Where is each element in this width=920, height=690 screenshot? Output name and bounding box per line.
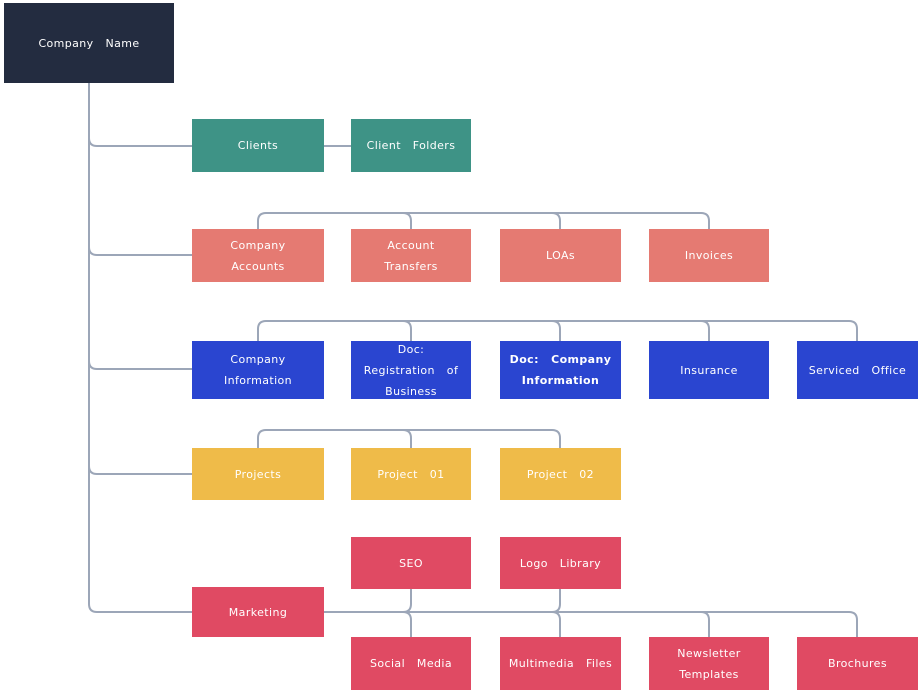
node-label-line: Registration of bbox=[363, 363, 459, 377]
node-project-02[interactable]: Project 02 bbox=[500, 448, 621, 500]
edge-projects-to-project-01 bbox=[402, 429, 412, 449]
node-insurance[interactable]: Insurance bbox=[649, 341, 769, 399]
node-brochures[interactable]: Brochures bbox=[797, 637, 918, 690]
node-label-line: Information bbox=[521, 374, 600, 387]
node-marketing[interactable]: Marketing bbox=[192, 587, 324, 637]
node-label-line: Company bbox=[230, 353, 286, 366]
node-label-line: Doc: Company bbox=[509, 353, 612, 366]
node-client-folders[interactable]: Client Folders bbox=[351, 119, 471, 172]
node-label-line: Insurance bbox=[680, 363, 738, 377]
edge-company-information-to-serviced-office bbox=[257, 320, 858, 342]
node-loas[interactable]: LOAs bbox=[500, 229, 621, 282]
node-label-line: Business bbox=[385, 384, 437, 398]
node-label-line: Brochures bbox=[828, 657, 887, 670]
node-label-line: Templates bbox=[679, 667, 739, 681]
node-label-line: Social Media bbox=[370, 657, 452, 670]
node-label-line: LOAs bbox=[545, 249, 576, 262]
node-label-line: Project 01 bbox=[377, 467, 445, 481]
edge-marketing-to-seo bbox=[402, 588, 412, 613]
node-label-line: Marketing bbox=[228, 605, 288, 619]
edge-marketing-to-newsletter-templates bbox=[700, 611, 710, 638]
node-label-line: Clients bbox=[237, 139, 279, 152]
node-serviced-office[interactable]: Serviced Office bbox=[797, 341, 918, 399]
edge-company-name-to-marketing bbox=[88, 82, 193, 613]
node-label-line: Newsletter bbox=[677, 646, 741, 660]
node-label-line: Information bbox=[223, 374, 293, 387]
edge-company-name-to-projects bbox=[88, 465, 193, 475]
node-label-line: Projects bbox=[234, 467, 282, 481]
node-label-line: Doc: bbox=[397, 342, 425, 356]
edge-company-information-to-insurance bbox=[700, 320, 710, 342]
edge-marketing-to-logo-library bbox=[551, 588, 561, 613]
node-label-line: Serviced Office bbox=[808, 363, 907, 377]
edge-company-accounts-to-invoices bbox=[257, 212, 710, 230]
node-label-line: Logo Library bbox=[519, 556, 602, 570]
node-invoices[interactable]: Invoices bbox=[649, 229, 769, 282]
edge-company-name-to-company-information bbox=[88, 360, 193, 370]
edge-company-name-to-clients bbox=[88, 137, 193, 147]
node-seo[interactable]: SEO bbox=[351, 537, 471, 589]
node-label-line: Project 02 bbox=[526, 467, 595, 481]
node-clients[interactable]: Clients bbox=[192, 119, 324, 172]
node-logo-library[interactable]: Logo Library bbox=[500, 537, 621, 589]
node-project-01[interactable]: Project 01 bbox=[351, 448, 471, 500]
node-label-line: Multimedia Files bbox=[508, 657, 613, 670]
node-label-line: Invoices bbox=[684, 249, 734, 262]
edge-company-accounts-to-account-transfers bbox=[402, 212, 412, 230]
node-label-line: Account bbox=[387, 238, 435, 252]
edge-marketing-to-brochures bbox=[323, 611, 858, 638]
node-label-line: Client Folders bbox=[366, 139, 456, 152]
edge-projects-to-project-02 bbox=[257, 429, 561, 449]
node-company-name[interactable]: Company Name bbox=[4, 3, 174, 83]
node-social-media[interactable]: Social Media bbox=[351, 637, 471, 690]
edge-marketing-to-social-media bbox=[402, 611, 412, 638]
node-label-line: Company Name bbox=[38, 36, 140, 50]
node-projects[interactable]: Projects bbox=[192, 448, 324, 500]
node-doc-registration-of-business[interactable]: Doc: Registration of Business bbox=[351, 341, 471, 399]
node-label-line: Company bbox=[230, 238, 286, 252]
node-label-line: Transfers bbox=[384, 259, 438, 273]
node-label-line: Accounts bbox=[231, 259, 285, 273]
edge-company-accounts-to-loas bbox=[551, 212, 561, 230]
edge-marketing-to-multimedia-files bbox=[551, 611, 561, 638]
edge-company-name-to-company-accounts bbox=[88, 246, 193, 256]
edge-company-information-to-doc-company-information bbox=[551, 320, 561, 342]
node-multimedia-files[interactable]: Multimedia Files bbox=[500, 637, 621, 690]
node-label-line: SEO bbox=[399, 556, 423, 570]
